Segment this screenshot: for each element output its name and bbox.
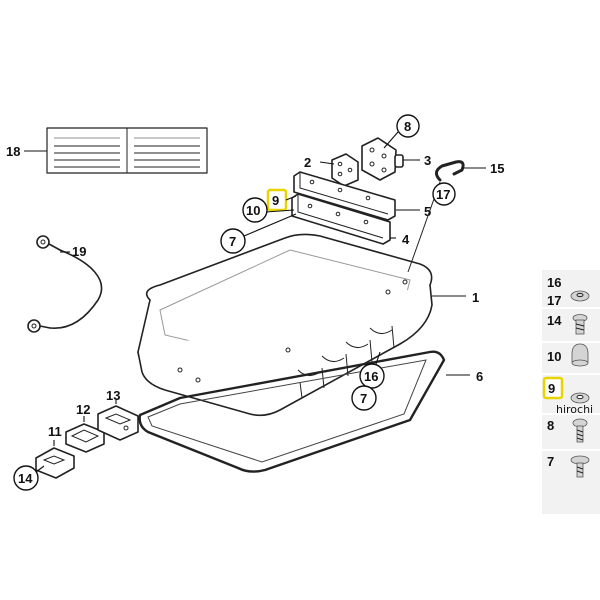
case-body: [137, 233, 433, 417]
callout-15: 15: [490, 161, 504, 176]
hinge-strip-upper: [293, 171, 396, 221]
flat-washer-icon: [570, 392, 590, 404]
callout-ring-17: [432, 182, 456, 206]
callout-ring-8: [396, 114, 420, 138]
callout-14: 14: [18, 471, 33, 486]
panel-highlight-9: [542, 376, 564, 400]
callout-ring-7a: [220, 228, 246, 254]
callout-4: 4: [402, 232, 410, 247]
panel-label-14: 14: [547, 313, 562, 328]
panel-label-8: 8: [547, 418, 554, 433]
callout-1: 1: [472, 290, 479, 305]
callout-10: 10: [246, 203, 260, 218]
callout-6: 6: [476, 369, 483, 384]
panel-label-17: 17: [547, 293, 561, 308]
callout-3: 3: [424, 153, 431, 168]
acorn-nut-icon: [571, 343, 589, 367]
callout-7-lower: 7: [360, 391, 367, 406]
panel-label-7: 7: [547, 454, 554, 469]
callout-ring-7b: [351, 385, 377, 411]
callout-ring-14: [13, 465, 39, 491]
callout-13: 13: [106, 388, 120, 403]
panel-label-9: 9: [548, 381, 555, 396]
callout-ring-10: [242, 197, 268, 223]
callout-9: 9: [272, 193, 279, 208]
callout-2: 2: [304, 155, 311, 170]
label-sticker: [46, 127, 208, 174]
callout-19: 19: [72, 244, 86, 259]
callout-ring-16: [359, 363, 385, 389]
callout-8: 8: [404, 119, 411, 134]
screw-icon-7: [570, 455, 590, 478]
panel-label-16: 16: [547, 275, 561, 290]
panel-label-10: 10: [547, 349, 561, 364]
ground-cable: [27, 235, 103, 333]
seal-gasket: [138, 350, 446, 473]
callout-7-upper: 7: [229, 234, 236, 249]
lock-cover-11: [35, 447, 75, 479]
hinge-block: [361, 137, 404, 181]
callout-5: 5: [424, 204, 431, 219]
lock-plate-12: [65, 423, 105, 453]
screw-icon-8: [572, 418, 588, 443]
washer-icon: [570, 290, 590, 302]
lock-mechanism-13: [97, 405, 139, 441]
callout-16: 16: [364, 369, 378, 384]
callout-17: 17: [436, 187, 450, 202]
callout-18: 18: [6, 144, 20, 159]
watermark: hirochi: [556, 403, 593, 416]
stay-rod: [407, 160, 465, 273]
callout-12: 12: [76, 402, 90, 417]
hinge-plate: [331, 153, 359, 187]
callout-11: 11: [48, 424, 62, 439]
bolt-icon: [572, 314, 588, 335]
